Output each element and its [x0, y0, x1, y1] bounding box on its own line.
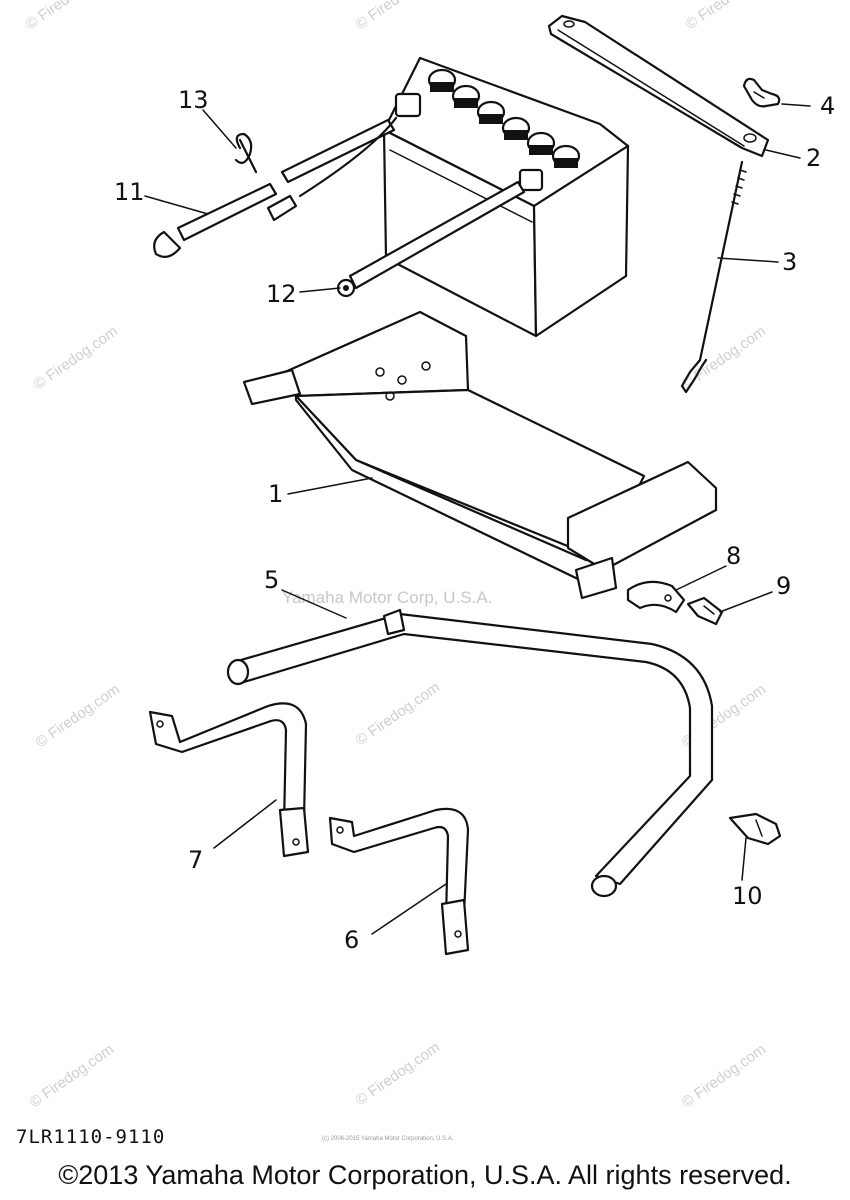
firedog-watermark: © Firedog.com	[353, 679, 444, 749]
firedog-watermark: © Firedog.com	[683, 0, 774, 33]
callout-2: 2	[806, 144, 821, 172]
copyright-notice: ©2013 Yamaha Motor Corporation, U.S.A. A…	[58, 1160, 792, 1190]
breather-hose	[153, 116, 398, 259]
callout-11: 11	[114, 178, 145, 206]
firedog-watermark: © Firedog.com	[27, 1041, 118, 1111]
hex-bolt-large	[728, 812, 782, 846]
firedog-watermark: © Firedog.com	[353, 1039, 444, 1109]
yamaha-watermark: Yamaha Motor Corp, U.S.A.	[282, 588, 492, 607]
callout-10: 10	[732, 882, 763, 910]
ground-lead	[336, 180, 526, 298]
callout-9: 9	[776, 572, 791, 600]
firedog-watermark: © Firedog.com	[353, 0, 444, 33]
battery-caps	[427, 68, 581, 168]
leader-lines	[144, 103, 811, 935]
stay-right	[328, 807, 470, 956]
wing-nut	[742, 77, 781, 108]
clamp-bracket	[626, 580, 686, 614]
diagram-code: 7LR1110-9110	[16, 1126, 166, 1148]
callout-4: 4	[820, 92, 835, 120]
callout-5: 5	[264, 566, 279, 594]
callout-12: 12	[266, 280, 297, 308]
battery	[382, 56, 630, 338]
firedog-watermark: © Firedog.com	[23, 0, 114, 33]
hose-clip	[234, 132, 258, 174]
callout-13: 13	[178, 86, 209, 114]
firedog-watermark: © Firedog.com	[679, 1041, 770, 1111]
callout-8: 8	[726, 542, 741, 570]
stay-left	[148, 702, 310, 858]
callouts: 13 11 12 4 2 3 1 5 8 9 7 6 10	[114, 86, 835, 954]
callout-6: 6	[344, 926, 359, 954]
hex-bolt-small	[686, 596, 724, 626]
fine-print-watermark: (c) 2006-2015 Yamaha Motor Corporation, …	[322, 1136, 454, 1142]
u-frame-tube	[226, 608, 714, 898]
firedog-watermark: © Firedog.com	[31, 323, 122, 393]
hook-rod	[680, 160, 747, 394]
callout-3: 3	[782, 248, 797, 276]
battery-band-plate	[547, 14, 770, 158]
callout-7: 7	[188, 846, 203, 874]
battery-case	[242, 310, 718, 600]
callout-1: 1	[268, 480, 283, 508]
firedog-watermark: © Firedog.com	[33, 681, 124, 751]
